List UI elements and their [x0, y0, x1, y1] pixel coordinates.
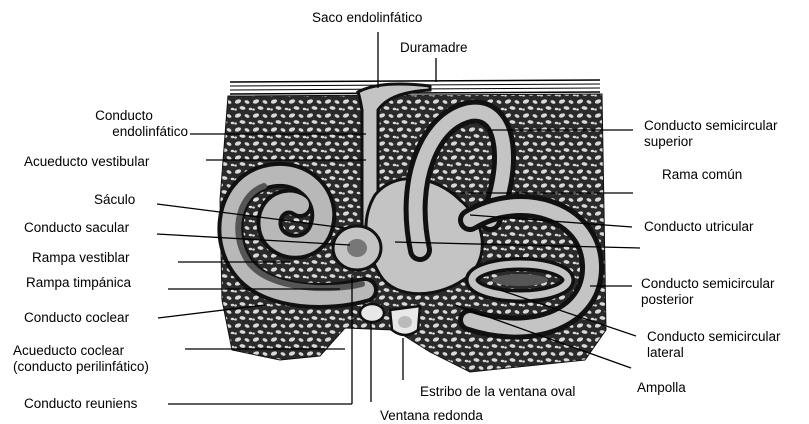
- label-ventana-redonda: Ventana redonda: [380, 408, 483, 424]
- label-acueducto-coclear: Acueducto coclear (conducto perilinfátic…: [13, 343, 149, 375]
- label-conducto-reuniens: Conducto reuniens: [24, 396, 137, 412]
- label-estribo: Estribo de la ventana oval: [420, 384, 575, 400]
- label-ampolla: Ampolla: [637, 380, 686, 396]
- label-conducto-coclear: Conducto coclear: [24, 310, 129, 326]
- label-csc-lateral: Conducto semicircular lateral: [647, 329, 781, 361]
- label-csc-posterior: Conducto semicircular posterior: [641, 276, 775, 308]
- label-conducto-endolinfatico: Conducto endolinfático: [60, 108, 188, 140]
- label-conducto-sacular: Conducto sacular: [24, 220, 129, 236]
- label-csc-superior: Conducto semicircular superior: [644, 118, 778, 150]
- label-csc-posterior-line1: Conducto semicircular: [641, 276, 775, 292]
- label-rampa-vestibular: Rampa vestiblar: [32, 250, 130, 266]
- label-rama-comun: Rama común: [662, 167, 742, 183]
- label-csc-superior-line2: superior: [644, 134, 778, 150]
- label-csc-posterior-line2: posterior: [641, 292, 775, 308]
- label-acueducto-coclear-line1: Acueducto coclear: [13, 343, 149, 359]
- label-duramadre: Duramadre: [400, 40, 468, 56]
- label-acueducto-coclear-line2: (conducto perilinfático): [13, 359, 149, 375]
- label-csc-lateral-line1: Conducto semicircular: [647, 329, 781, 345]
- label-saculo: Sáculo: [94, 192, 135, 208]
- label-conducto-endolinfatico-line2: endolinfático: [60, 124, 188, 140]
- label-saco-endolinfatico: Saco endolinfático: [312, 10, 422, 26]
- label-conducto-endolinfatico-line1: Conducto: [60, 108, 188, 124]
- label-csc-lateral-line2: lateral: [647, 345, 781, 361]
- label-acueducto-vestibular: Acueducto vestibular: [24, 154, 149, 170]
- label-rampa-timpanica: Rampa timpánica: [26, 275, 131, 291]
- label-conducto-utricular: Conducto utricular: [644, 219, 754, 235]
- label-csc-superior-line1: Conducto semicircular: [644, 118, 778, 134]
